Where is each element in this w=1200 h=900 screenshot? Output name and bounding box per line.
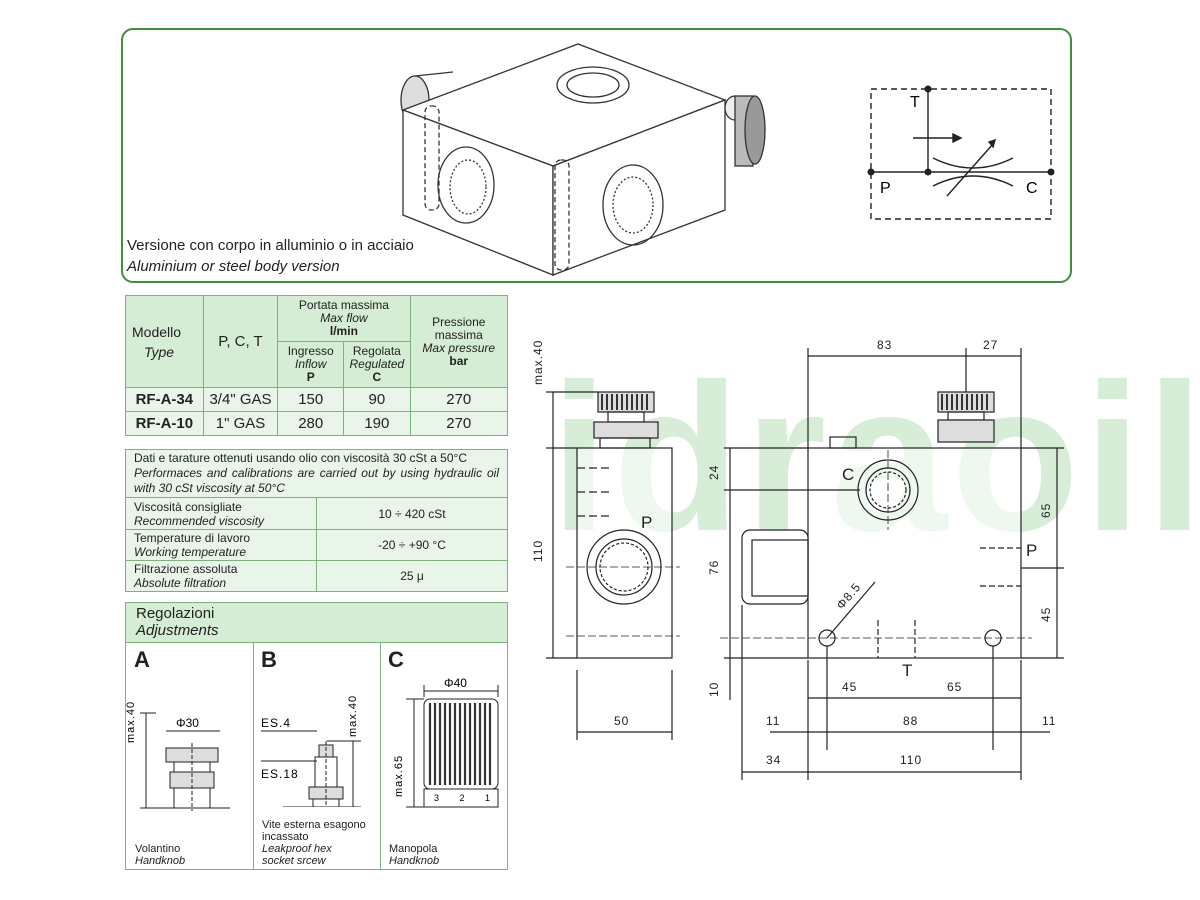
filtration-value: 25 μ [316,560,508,592]
caption-it: Volantino [135,843,181,855]
filtration-label-en: Absolute filtration [134,576,227,590]
caption-it: Vite esterna esagono incassato [262,819,366,843]
row-model: RF-A-34 [125,387,204,412]
caption-en: Handknob [135,855,186,867]
dim-65: 65 [947,680,962,694]
adjustment-option-a: A max.40 Φ30 Volantino Handknob [126,643,254,869]
caption-english: Aluminium or steel body version [127,258,340,275]
dim-es4: ES.4 [261,716,291,730]
dim-50: 50 [614,714,629,728]
adjustments-panel: Regolazioni Adjustments A max.40 Φ30 Vol… [125,602,508,870]
table-row: Temperature di lavoro Working temperatur… [125,529,508,561]
dim-10: 10 [707,682,721,697]
viscosity-label-it: Viscosità consigliate [134,499,242,514]
conditions-note-en: Performaces and calibrations are carried… [134,466,499,495]
dim-max40: max.40 [531,340,545,385]
row-pressure: 270 [409,387,509,412]
dimension-drawing: idraoil [531,338,1190,780]
hdr-inflow-en: Inflow [295,357,327,371]
valve-isometric-drawing: T P C [400,43,1055,276]
dim-max40: max.40 [126,701,137,743]
dim-110-width: 110 [900,753,922,767]
hdr-inflow-it: Ingresso [287,344,334,358]
dim-24: 24 [707,465,721,480]
dim-45-vertical: 45 [1039,607,1053,622]
hdr-regulated-port: C [372,370,382,384]
dim-11-right: 11 [1042,714,1056,728]
hdr-type: Type [144,343,175,360]
symbol-port-t: T [910,94,920,111]
hdr-pressure-en: Max pressure [422,340,496,355]
adjustments-title-en: Adjustments [136,622,219,639]
dim-11-left: 11 [766,714,780,728]
table-row: Viscosità consigliate Recommended viscos… [125,497,508,530]
hdr-regulated-en: Regulated [349,357,405,371]
hdr-flow-unit: l/min [329,324,358,338]
adjustment-option-c: C max.65 Φ40 3 2 1 Manopola Handknob [380,643,507,869]
dim-45: 45 [842,680,857,694]
knob-scale: 3 2 1 [434,793,499,803]
hdr-ports: P, C, T [202,295,279,388]
handknob-drawing: max.40 Φ30 [126,701,230,811]
option-letter: B [261,647,277,672]
hdr-flow-en: Max flow [320,311,368,325]
caption-en: Leakproof hex socket srcew [262,843,332,867]
row-regulated: 90 [343,387,411,412]
front-port-p: P [1026,541,1037,560]
caption-en: Handknob [389,855,440,867]
hdr-inflow-port: P [306,370,315,384]
caption-it: Manopola [389,843,438,855]
dim-max65: max.65 [393,755,405,797]
adjustment-knob-drawing: max.65 Φ40 3 2 1 [393,676,499,808]
row-model: RF-A-10 [125,411,204,436]
valve-overview-box: T P C Versione con corpo in alluminio o … [121,28,1072,283]
caption-italian: Versione con corpo in alluminio o in acc… [127,237,414,254]
front-port-t: T [902,661,912,680]
row-pressure: 270 [409,411,509,436]
hex-screw-drawing: max.40 ES.4 ES.18 [261,695,361,807]
side-port-p: P [641,513,652,532]
dim-27: 27 [983,338,998,352]
row-regulated: 190 [343,411,411,436]
dim-dia30: Φ30 [176,716,199,730]
symbol-port-p: P [880,180,891,197]
table-row: Filtrazione assoluta Absolute filtration… [125,560,508,592]
conditions-table: Dati e tarature ottenuti usando olio con… [125,449,508,592]
table-row: RF-A-10 1" GAS 280 190 270 [125,411,509,436]
temperature-value: -20 ÷ +90 °C [316,529,508,561]
dim-34: 34 [766,753,781,767]
row-ports: 3/4" GAS [202,387,279,412]
conditions-note-it: Dati e tarature ottenuti usando olio con… [134,451,467,465]
option-letter: C [388,647,404,672]
dim-65-vertical: 65 [1039,503,1053,518]
viscosity-value: 10 ÷ 420 cSt [316,497,508,530]
row-ports: 1" GAS [202,411,279,436]
dim-88: 88 [903,714,918,728]
dim-max40: max.40 [347,695,359,737]
dim-83: 83 [877,338,892,352]
filtration-label-it: Filtrazione assoluta [134,562,238,576]
option-letter: A [134,647,150,672]
adjustments-title-it: Regolazioni [136,605,215,622]
row-inflow: 280 [277,411,345,436]
hdr-pressure-it: Pressione massima [432,314,486,342]
hdr-model: Modello [132,323,182,340]
dim-76: 76 [707,560,721,575]
dim-es18: ES.18 [261,767,299,781]
hdr-regulated-it: Regolata [352,344,401,358]
row-inflow: 150 [277,387,345,412]
model-table: Modello Type P, C, T Portata massima Max… [125,295,509,436]
table-row: RF-A-34 3/4" GAS 150 90 270 [125,387,509,412]
front-port-c: C [842,465,854,484]
hdr-flow-it: Portata massima [298,298,389,312]
dim-dia40: Φ40 [444,676,467,690]
hdr-pressure-unit: bar [449,353,469,368]
dim-110-height: 110 [531,540,545,562]
viscosity-label-en: Recommended viscosity [134,513,265,528]
temperature-label-en: Working temperature [134,545,247,559]
symbol-port-c: C [1026,180,1038,197]
temperature-label-it: Temperature di lavoro [134,531,251,545]
adjustment-option-b: B max.40 ES.4 ES.18 Vite esterna esagono… [253,643,381,869]
